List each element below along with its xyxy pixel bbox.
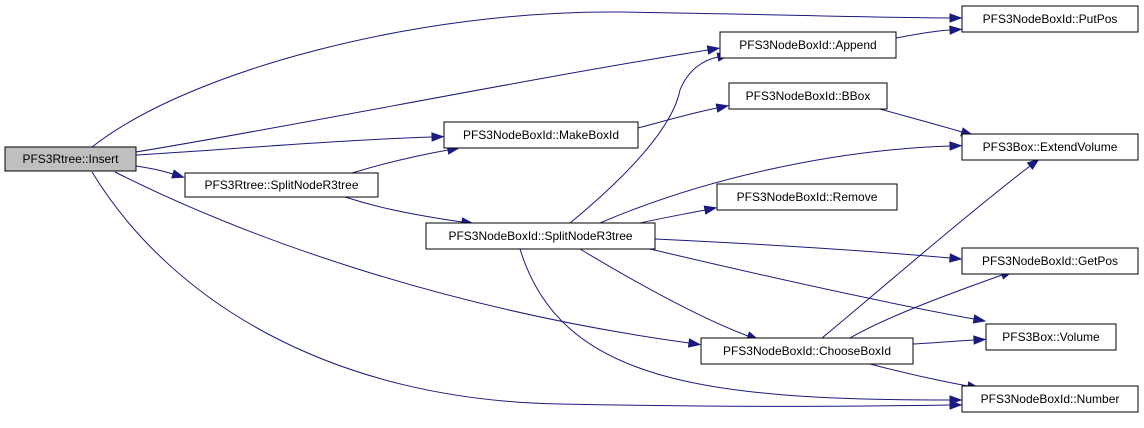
node-choose-boxid-label: PFS3NodeBoxId::ChooseBoxId (723, 344, 891, 358)
node-split-node-r3tree[interactable]: PFS3NodeBoxId::SplitNodeR3tree (425, 222, 656, 250)
node-number-box (961, 385, 1139, 413)
arrowhead (949, 141, 963, 151)
edge-split_r3-to-split_node (344, 196, 475, 227)
edge-makeboxid-to-bbox (637, 103, 730, 129)
node-getpos-box (961, 247, 1139, 275)
node-append[interactable]: PFS3NodeBoxId::Append (719, 31, 897, 59)
node-choose-boxid-box (700, 337, 914, 365)
node-remove[interactable]: PFS3NodeBoxId::Remove (716, 183, 898, 211)
node-volume[interactable]: PFS3Box::Volume (985, 323, 1117, 351)
node-makeboxid-label: PFS3NodeBoxId::MakeBoxId (463, 128, 619, 142)
node-volume-box (985, 323, 1117, 351)
arrowhead (171, 169, 185, 179)
node-append-label: PFS3NodeBoxId::Append (739, 38, 876, 52)
arrowhead (431, 132, 445, 142)
edge-line (637, 107, 718, 129)
edge-line (519, 248, 951, 401)
edge-append-to-putpos (895, 25, 963, 39)
edge-split_node-to-extend (599, 141, 963, 224)
node-makeboxid[interactable]: PFS3NodeBoxId::MakeBoxId (443, 121, 639, 149)
node-getpos-label: PFS3NodeBoxId::GetPos (982, 254, 1118, 268)
node-choose-boxid[interactable]: PFS3NodeBoxId::ChooseBoxId (700, 337, 914, 365)
edge-line (895, 29, 951, 39)
arrowhead (949, 13, 963, 23)
edge-line (344, 196, 463, 223)
node-split-r3tree-box (184, 172, 379, 198)
node-putpos[interactable]: PFS3NodeBoxId::PutPos (961, 5, 1139, 33)
node-layer: PFS3Rtree::Insert PFS3Rtree::SplitNodeR3… (4, 5, 1139, 413)
node-bbox[interactable]: PFS3NodeBoxId::BBox (728, 82, 888, 110)
node-bbox-label: PFS3NodeBoxId::BBox (746, 89, 871, 103)
edge-split_node-to-getpos (654, 238, 963, 263)
edge-line (869, 363, 969, 387)
arrowhead (1026, 158, 1040, 171)
node-number[interactable]: PFS3NodeBoxId::Number (961, 385, 1139, 413)
edge-line (135, 49, 709, 153)
edge-line (135, 136, 433, 156)
edge-line (649, 248, 975, 320)
edge-line (639, 209, 706, 224)
edge-split_node-to-remove (639, 205, 718, 224)
node-putpos-box (961, 5, 1139, 33)
edge-line (579, 248, 749, 337)
edge-line (91, 11, 951, 148)
edge-split_r3-to-makeboxid (351, 145, 461, 174)
arrowhead (703, 205, 718, 215)
edge-split_node-to-volume (649, 248, 987, 324)
node-number-label: PFS3NodeBoxId::Number (981, 392, 1120, 406)
arrowhead (715, 103, 730, 113)
arrowhead (706, 45, 721, 55)
node-bbox-box (728, 82, 888, 110)
edge-line (351, 149, 449, 174)
edge-line (135, 165, 174, 175)
edge-line (654, 238, 951, 259)
edge-line (114, 171, 690, 344)
node-split-r3tree[interactable]: PFS3Rtree::SplitNodeR3tree (184, 172, 379, 198)
edge-layer (91, 11, 1040, 410)
arrowhead (949, 253, 963, 263)
node-insert-box (4, 146, 137, 172)
node-append-box (719, 31, 897, 59)
node-getpos[interactable]: PFS3NodeBoxId::GetPos (961, 247, 1139, 275)
node-makeboxid-box (443, 121, 639, 149)
edge-line (849, 274, 1003, 339)
arrowhead (973, 335, 987, 345)
node-insert-label: PFS3Rtree::Insert (22, 152, 119, 166)
edge-insert-to-split_r3 (135, 165, 185, 179)
edge-line (569, 56, 719, 224)
node-remove-label: PFS3NodeBoxId::Remove (737, 190, 878, 204)
node-volume-label: PFS3Box::Volume (1002, 330, 1100, 344)
edge-line (599, 145, 951, 224)
edge-bbox-to-extend (879, 108, 974, 137)
node-putpos-label: PFS3NodeBoxId::PutPos (983, 12, 1118, 26)
node-split-r3tree-label: PFS3Rtree::SplitNodeR3tree (204, 178, 358, 192)
edge-insert-to-choose (114, 171, 702, 348)
arrowhead (949, 25, 963, 35)
edge-choose-to-volume (912, 335, 987, 345)
node-split-node-r3tree-label: PFS3NodeBoxId::SplitNodeR3tree (448, 229, 632, 243)
node-extend-volume-label: PFS3Box::ExtendVolume (983, 140, 1118, 154)
node-extend-volume-box (961, 133, 1139, 161)
edge-split_node-to-choose (579, 248, 760, 341)
edge-choose-to-extend (821, 158, 1040, 339)
node-split-node-r3tree-box (425, 222, 656, 250)
edge-insert-to-makeboxid (135, 132, 445, 156)
edge-insert-to-putpos (91, 11, 963, 148)
edge-split_node-to-number (519, 248, 963, 405)
edge-line (821, 165, 1031, 339)
node-insert[interactable]: PFS3Rtree::Insert (4, 146, 137, 172)
node-remove-box (716, 183, 898, 211)
arrowhead (949, 395, 963, 405)
arrowhead (687, 338, 702, 348)
edge-line (912, 339, 975, 345)
edge-line (879, 108, 963, 133)
arrowhead (972, 314, 987, 324)
node-extend-volume[interactable]: PFS3Box::ExtendVolume (961, 133, 1139, 161)
edge-line (91, 171, 951, 407)
edge-insert-to-append (135, 45, 721, 153)
